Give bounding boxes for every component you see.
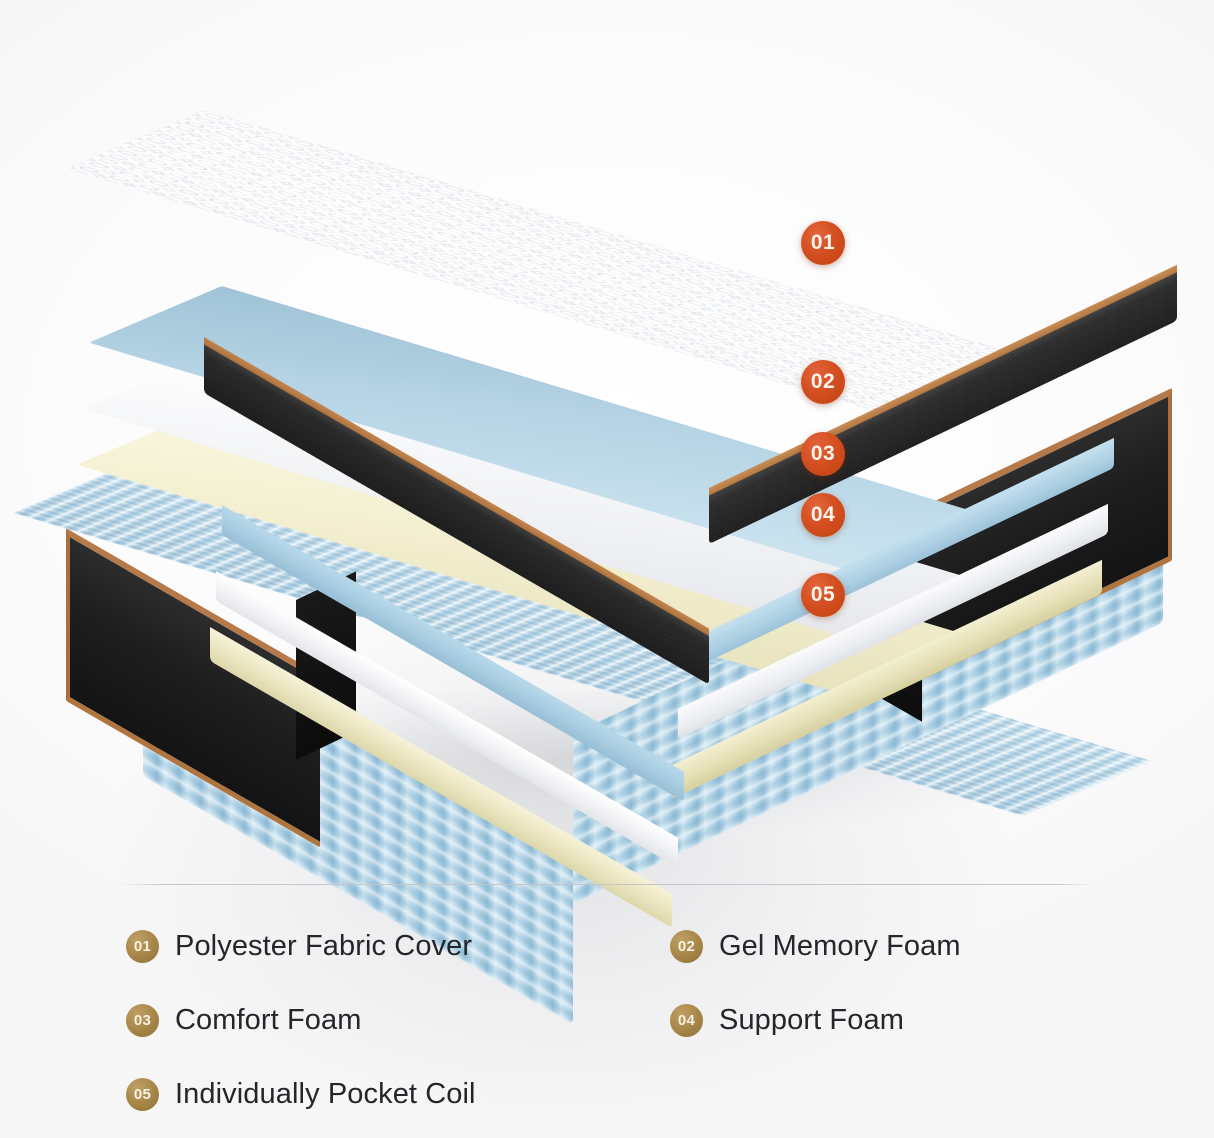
legend-item-03[interactable]: 03 Comfort Foam [126,1004,362,1037]
section-divider [120,884,1095,885]
layer-legend: 01 Polyester Fabric Cover 02 Gel Memory … [0,930,1214,1138]
legend-label-02: Gel Memory Foam [719,930,961,962]
legend-item-04[interactable]: 04 Support Foam [670,1004,904,1037]
callout-badge-03[interactable]: 03 [801,432,845,476]
layer-polyester-cover [46,110,1177,685]
callout-badge-01[interactable]: 01 [801,221,845,265]
legend-label-04: Support Foam [719,1004,904,1036]
legend-row-3: 05 Individually Pocket Coil [0,1078,1214,1138]
legend-label-01: Polyester Fabric Cover [175,930,473,962]
legend-row-1: 01 Polyester Fabric Cover 02 Gel Memory … [0,930,1214,1004]
legend-badge-04: 04 [670,1004,703,1037]
legend-item-01[interactable]: 01 Polyester Fabric Cover [126,930,472,963]
legend-row-2: 03 Comfort Foam 04 Support Foam [0,1004,1214,1078]
legend-badge-02: 02 [670,930,703,963]
legend-item-02[interactable]: 02 Gel Memory Foam [670,930,961,963]
legend-item-05[interactable]: 05 Individually Pocket Coil [126,1078,476,1111]
callout-badge-05[interactable]: 05 [801,573,845,617]
legend-badge-03: 03 [126,1004,159,1037]
callout-badge-02[interactable]: 02 [801,360,845,404]
legend-label-03: Comfort Foam [175,1004,362,1036]
exploded-mattress-diagram: 01 02 03 04 05 [0,0,1214,860]
legend-badge-01: 01 [126,930,159,963]
legend-label-05: Individually Pocket Coil [175,1078,476,1110]
callout-badge-04[interactable]: 04 [801,493,845,537]
legend-badge-05: 05 [126,1078,159,1111]
